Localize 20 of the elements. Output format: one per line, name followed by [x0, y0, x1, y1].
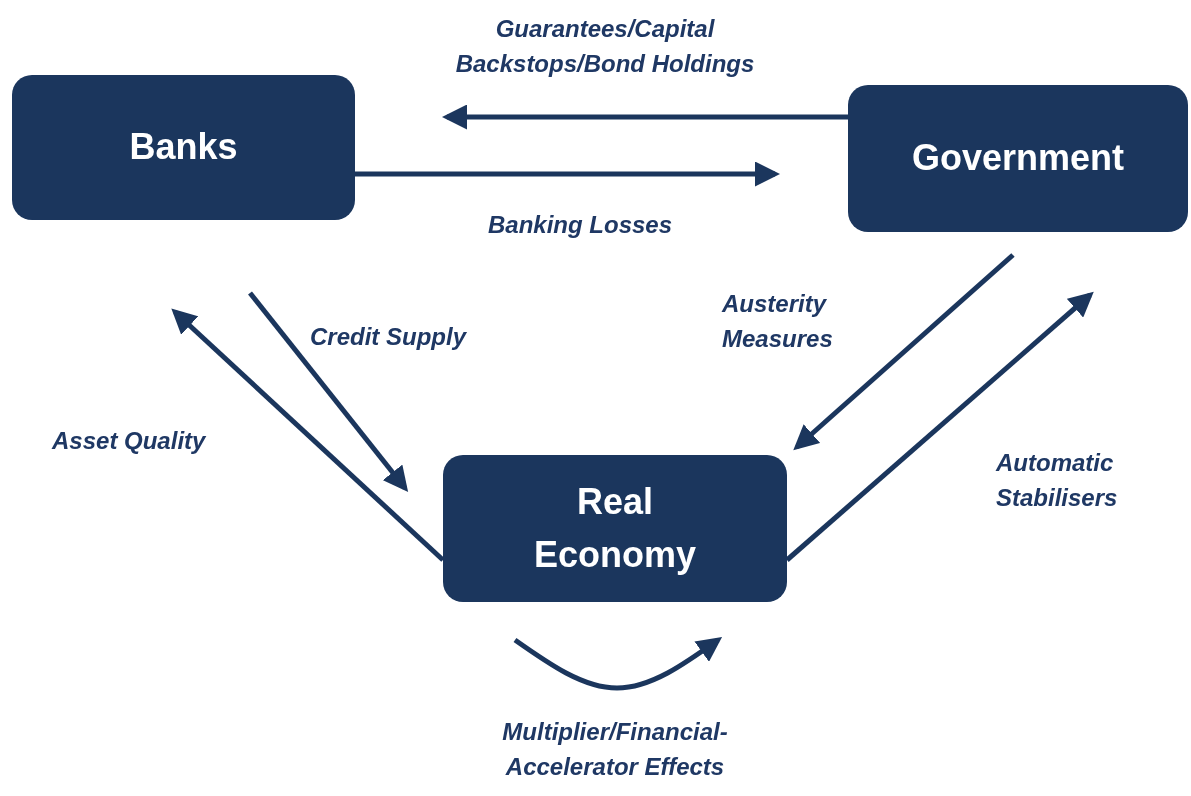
edge-label: Automatic Stabilisers [996, 448, 1119, 513]
node-label: Real Economy [532, 480, 697, 577]
arrow [513, 637, 723, 691]
node-label: Government [911, 136, 1124, 181]
edge-label: Asset Quality [52, 426, 207, 456]
arrow [171, 308, 445, 562]
arrow [442, 104, 848, 130]
edge-label: Banking Losses [486, 210, 674, 240]
arrow [785, 291, 1094, 562]
arrow [793, 253, 1015, 451]
arrow [355, 161, 780, 187]
node-label: Banks [129, 125, 238, 170]
node-box [848, 85, 1188, 232]
edge-label: Multiplier/Financial-Accelerator Effects [501, 717, 729, 782]
edge-label: Credit Supply [310, 322, 468, 352]
edge-label: Guarantees/Capital Backstops/Bond Holdings [454, 14, 756, 79]
edge-label: Austerity Measures [722, 289, 834, 354]
node-box [443, 455, 787, 602]
node-box [12, 75, 355, 220]
arrow [248, 291, 409, 492]
